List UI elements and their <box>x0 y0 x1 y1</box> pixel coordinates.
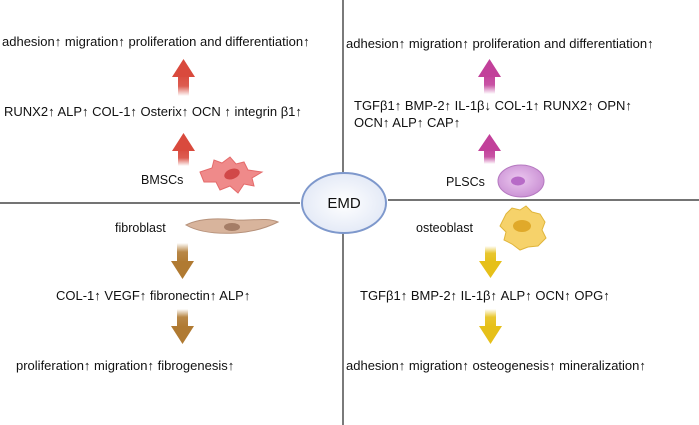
fibroblast-cell-icon <box>184 218 280 234</box>
fibroblast-arrow-lower <box>171 309 194 344</box>
plscs-markers-line2: OCN↑ ALP↑ CAP↑ <box>354 115 461 130</box>
emd-center-label: EMD <box>327 194 361 212</box>
bmsc-cell-icon <box>199 156 264 194</box>
osteoblast-effects-text: adhesion↑ migration↑ osteogenesis↑ miner… <box>346 358 646 373</box>
plscs-cell-label: PLSCs <box>446 175 485 189</box>
plscs-markers-line1: TGFβ1↑ BMP-2↑ IL-1β↓ COL-1↑ RUNX2↑ OPN↑ <box>354 98 632 113</box>
bmscs-markers-text: RUNX2↑ ALP↑ COL-1↑ Osterix↑ OCN ↑ integr… <box>4 104 302 119</box>
osteoblast-markers-text: TGFβ1↑ BMP-2↑ IL-1β↑ ALP↑ OCN↑ OPG↑ <box>360 288 610 303</box>
osteoblast-cell-icon <box>499 205 547 251</box>
osteoblast-arrow-lower <box>479 309 502 344</box>
bmscs-cell-label: BMSCs <box>141 173 184 187</box>
fibroblast-arrow-upper <box>171 243 194 279</box>
bmscs-arrow-lower <box>172 133 195 166</box>
plscs-arrow-upper <box>478 59 501 94</box>
osteoblast-arrow-upper <box>479 246 502 278</box>
fibroblast-effects-text: proliferation↑ migration↑ fibrogenesis↑ <box>16 358 235 373</box>
bmscs-effects-text: adhesion↑ migration↑ proliferation and d… <box>2 34 310 49</box>
plscs-arrow-lower <box>478 134 501 164</box>
fibroblast-markers-text: COL-1↑ VEGF↑ fibronectin↑ ALP↑ <box>56 288 251 303</box>
osteoblast-cell-label: osteoblast <box>416 221 473 235</box>
plscs-effects-text: adhesion↑ migration↑ proliferation and d… <box>346 36 654 51</box>
fibroblast-cell-label: fibroblast <box>115 221 166 235</box>
emd-center-node <box>301 172 387 234</box>
plsc-cell-icon <box>497 164 545 198</box>
bmscs-arrow-upper <box>172 59 195 96</box>
